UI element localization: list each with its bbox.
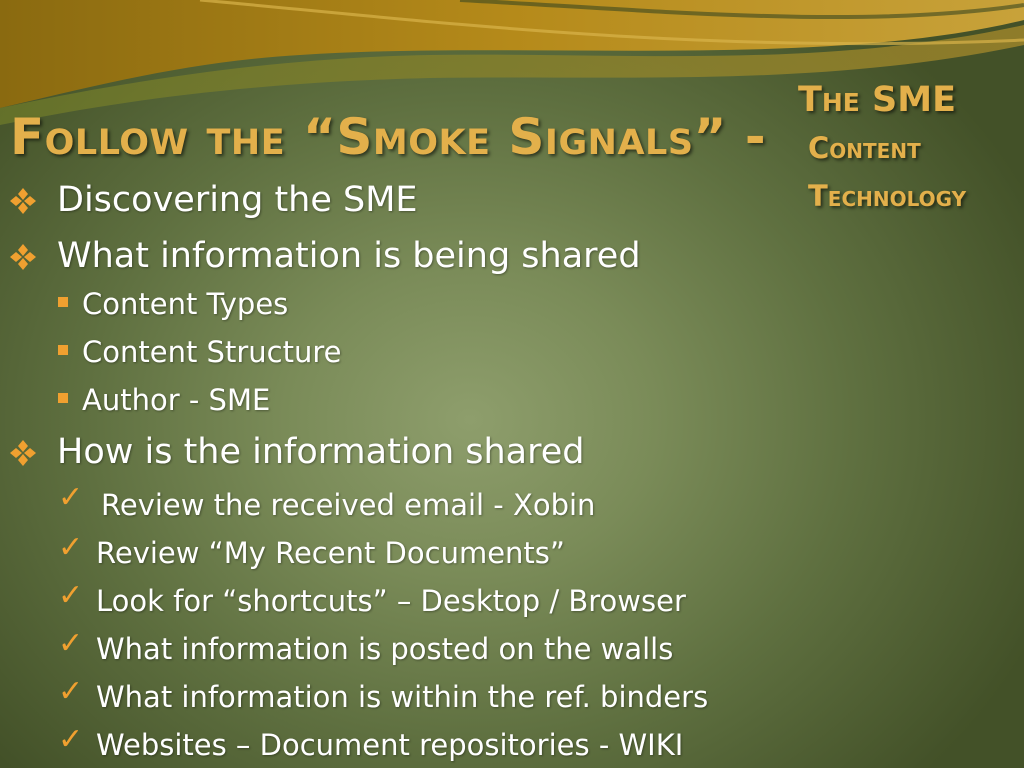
header-swoosh-decoration bbox=[0, 0, 1024, 125]
diamond-bullet-icon bbox=[10, 188, 36, 214]
square-bullet-icon bbox=[58, 345, 68, 355]
checkmark-icon: ✓ bbox=[58, 626, 84, 661]
bullet-info-shared: What information is being shared bbox=[57, 236, 641, 276]
subtitle-line-1: The SME bbox=[798, 80, 957, 120]
checkmark-icon: ✓ bbox=[58, 530, 84, 565]
bullet-ref-binders: What information is within the ref. bind… bbox=[96, 680, 709, 714]
bullet-websites: Websites – Document repositories - WIKI bbox=[96, 728, 684, 762]
bullet-how-shared: How is the information shared bbox=[57, 432, 585, 472]
checkmark-icon: ✓ bbox=[58, 674, 84, 709]
checkmark-icon: ✓ bbox=[58, 722, 84, 757]
bullet-content-types: Content Types bbox=[82, 287, 289, 321]
slide-title: Follow the “Smoke Signals” - bbox=[10, 108, 767, 166]
bullet-author-sme: Author - SME bbox=[82, 383, 271, 417]
square-bullet-icon bbox=[58, 297, 68, 307]
diamond-bullet-icon bbox=[10, 244, 36, 270]
bullet-recent-documents: Review “My Recent Documents” bbox=[96, 536, 565, 570]
checkmark-icon: ✓ bbox=[58, 578, 84, 613]
bullet-review-email: Review the received email - Xobin bbox=[101, 488, 596, 522]
checkmark-icon: ✓ bbox=[58, 480, 84, 515]
subtitle-line-2: Content bbox=[808, 131, 921, 165]
diamond-bullet-icon bbox=[10, 440, 36, 466]
bullet-discovering-sme: Discovering the SME bbox=[57, 180, 418, 220]
bullet-content-structure: Content Structure bbox=[82, 335, 342, 369]
slide-subtitle: The SME Content Technology bbox=[798, 76, 1008, 220]
square-bullet-icon bbox=[58, 393, 68, 403]
bullet-walls: What information is posted on the walls bbox=[96, 632, 674, 666]
bullet-shortcuts: Look for “shortcuts” – Desktop / Browser bbox=[96, 584, 686, 618]
subtitle-line-3: Technology bbox=[808, 179, 967, 213]
